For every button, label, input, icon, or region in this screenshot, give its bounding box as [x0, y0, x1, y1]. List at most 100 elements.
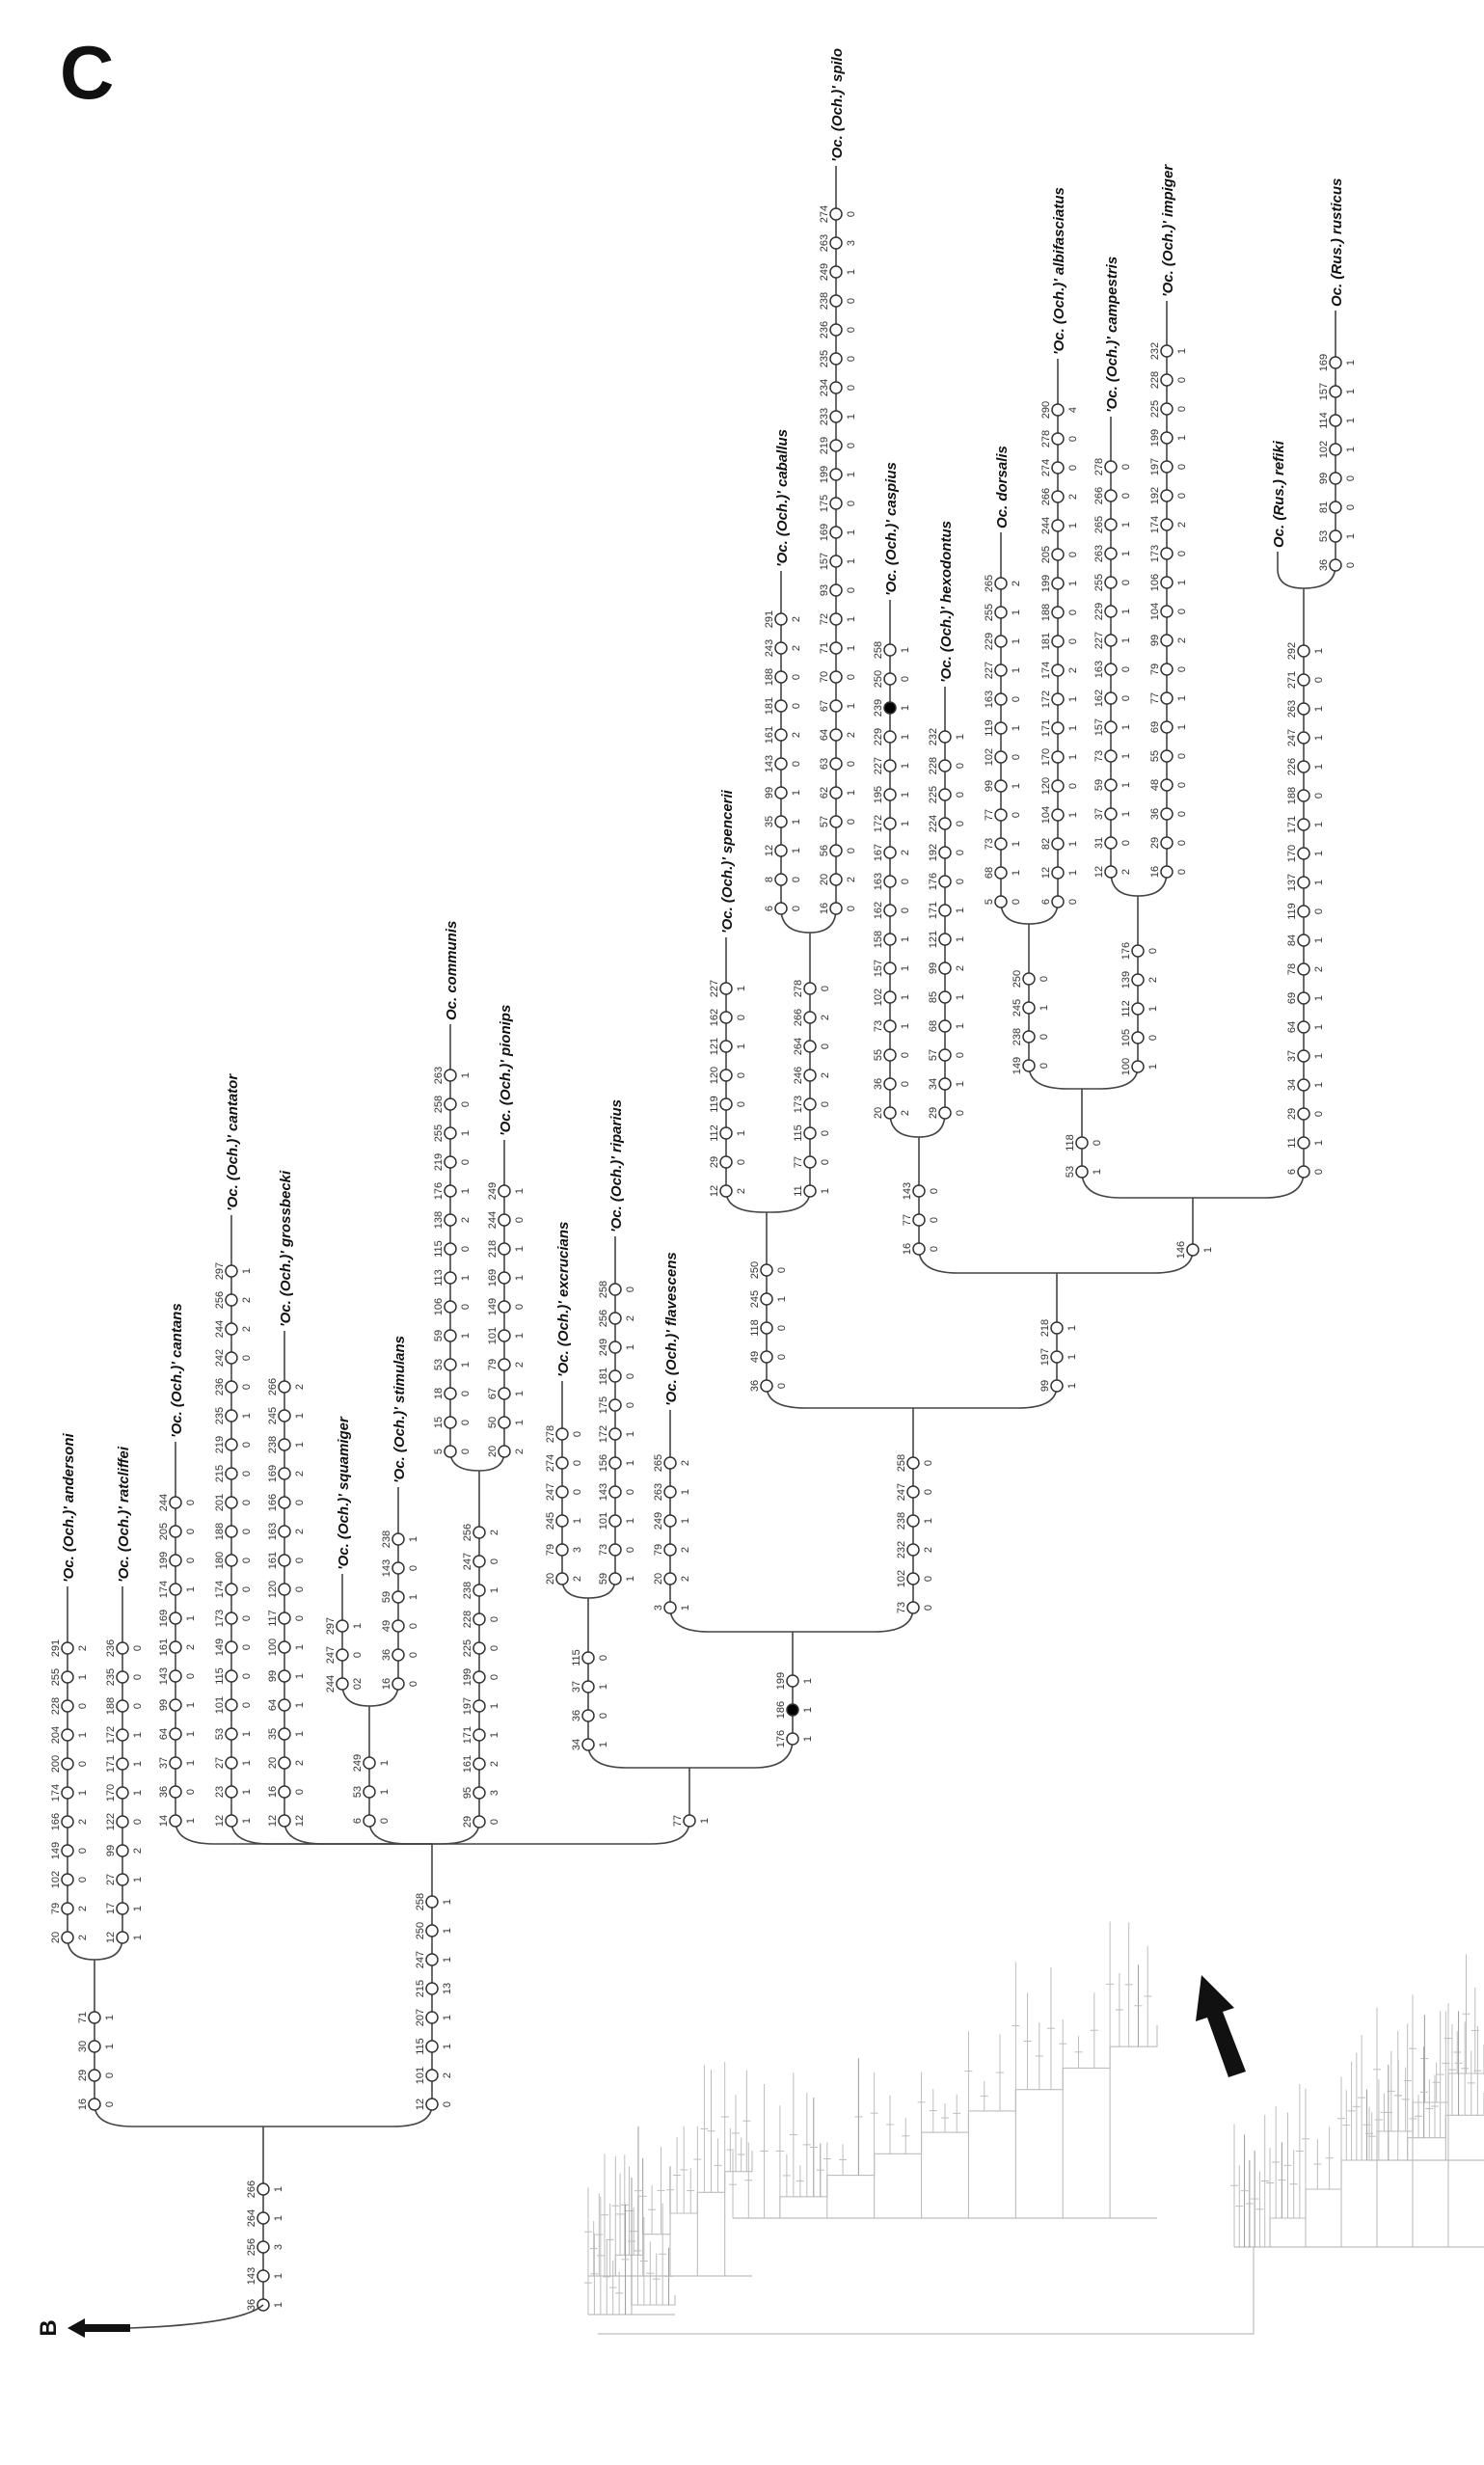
character-state: 1: [1011, 667, 1022, 673]
character-state: 1: [1120, 551, 1132, 556]
character-node: [1075, 1136, 1089, 1150]
character-state: 0: [955, 879, 966, 884]
character-number: 169: [487, 1269, 499, 1287]
character-node: [883, 846, 897, 859]
character-number: 5: [984, 899, 995, 905]
character-state: 0: [846, 385, 857, 391]
character-number: 264: [793, 1038, 804, 1055]
character-state: 0: [791, 703, 802, 709]
character-state: 0: [776, 1383, 788, 1389]
character-state: 1: [1147, 1064, 1159, 1070]
character-node: [555, 1485, 569, 1499]
character-node: [391, 1648, 405, 1662]
character-number: 29: [1149, 837, 1161, 849]
character-number: 266: [1093, 487, 1105, 504]
taxon-label: 'Oc. (Och.)' cantator: [225, 1073, 241, 1211]
character-node: [169, 1727, 182, 1741]
character-state: 0: [1067, 899, 1079, 905]
character-number: 226: [1286, 758, 1298, 775]
character-state: 0: [625, 1287, 636, 1292]
character-state: 0: [955, 763, 966, 769]
character-number: 243: [764, 639, 775, 657]
character-number: 244: [1040, 517, 1052, 534]
character-number: 207: [415, 2009, 426, 2026]
character-state: 0: [294, 1789, 306, 1795]
character-number: 59: [598, 1573, 609, 1585]
character-state: 1: [460, 1072, 472, 1078]
character-node: [906, 1572, 920, 1585]
character-node: [225, 1322, 238, 1336]
character-number: 112: [709, 1124, 720, 1142]
character-number: 71: [77, 2012, 89, 2023]
character-number: 188: [105, 1697, 117, 1715]
character-state: 0: [572, 1489, 583, 1495]
character-state: 1: [736, 986, 747, 991]
character-node: [1297, 1020, 1310, 1034]
character-node: [663, 1514, 677, 1528]
character-node: [278, 1814, 291, 1828]
character-number: 205: [1040, 546, 1052, 563]
character-state: 1: [442, 2015, 453, 2020]
character-state: 2: [680, 1547, 691, 1553]
character-state: 0: [460, 1391, 472, 1396]
character-state: 0: [846, 761, 857, 767]
character-number: 263: [1286, 700, 1298, 718]
character-node: [663, 1543, 677, 1557]
character-node: [760, 1321, 773, 1335]
character-state: 1: [1202, 1247, 1214, 1253]
character-state: 0: [1147, 1035, 1159, 1041]
character-state: 0: [104, 2072, 116, 2078]
character-node: [425, 2069, 439, 2082]
character-node: [883, 730, 897, 744]
character-state: 2: [241, 1297, 253, 1303]
character-state: 0: [1176, 406, 1188, 412]
character-node: [336, 1619, 349, 1633]
character-number: 245: [1012, 999, 1023, 1016]
character-number: 199: [819, 466, 830, 483]
zoom-direction-arrow-icon: [1196, 1975, 1246, 2077]
character-node: [88, 2098, 101, 2111]
character-state: 1: [1011, 870, 1022, 876]
character-node: [1050, 1379, 1064, 1393]
character-number: 180: [214, 1552, 226, 1569]
character-state: 2: [442, 2072, 453, 2078]
character-node: [225, 1438, 238, 1451]
character-state: 0: [1067, 552, 1079, 557]
character-number: 34: [571, 1739, 582, 1750]
character-state: 1: [1345, 389, 1357, 394]
character-number: 256: [598, 1310, 609, 1327]
character-state: 1: [1313, 822, 1325, 827]
character-node: [472, 1757, 486, 1771]
continuation-label: B: [36, 2319, 62, 2336]
character-state: 13: [442, 1983, 453, 1994]
character-number: 266: [1040, 488, 1052, 505]
character-node: [608, 1369, 622, 1383]
character-node: [278, 1525, 291, 1538]
character-node: [225, 1351, 238, 1365]
character-node: [225, 1640, 238, 1654]
character-node: [883, 788, 897, 801]
character-node: [608, 1456, 622, 1470]
character-node: [116, 1873, 129, 1886]
character-state: 2: [460, 1217, 472, 1223]
character-state: 0: [1176, 782, 1188, 788]
character-state: 2: [923, 1547, 934, 1553]
character-node: [555, 1427, 569, 1441]
character-number: 266: [793, 1009, 804, 1026]
character-node: [169, 1698, 182, 1712]
clade-connector: [1028, 1065, 1082, 1090]
character-state: 1: [680, 1489, 691, 1495]
character-node: [1051, 635, 1065, 648]
character-state: 0: [791, 877, 802, 882]
character-state: 2: [1120, 869, 1132, 875]
taxon-label: 'Oc. (Och.)' excrucians: [555, 1222, 572, 1377]
character-state: 1: [294, 1702, 306, 1708]
character-state: 2: [900, 850, 911, 855]
character-state: 1: [680, 1605, 691, 1611]
character-node: [225, 1814, 238, 1828]
character-number: 249: [598, 1339, 609, 1356]
character-state: 0: [1039, 1063, 1050, 1069]
character-number: 105: [1120, 1029, 1132, 1046]
character-node: [1075, 1165, 1089, 1178]
character-number: 247: [415, 1951, 426, 1968]
